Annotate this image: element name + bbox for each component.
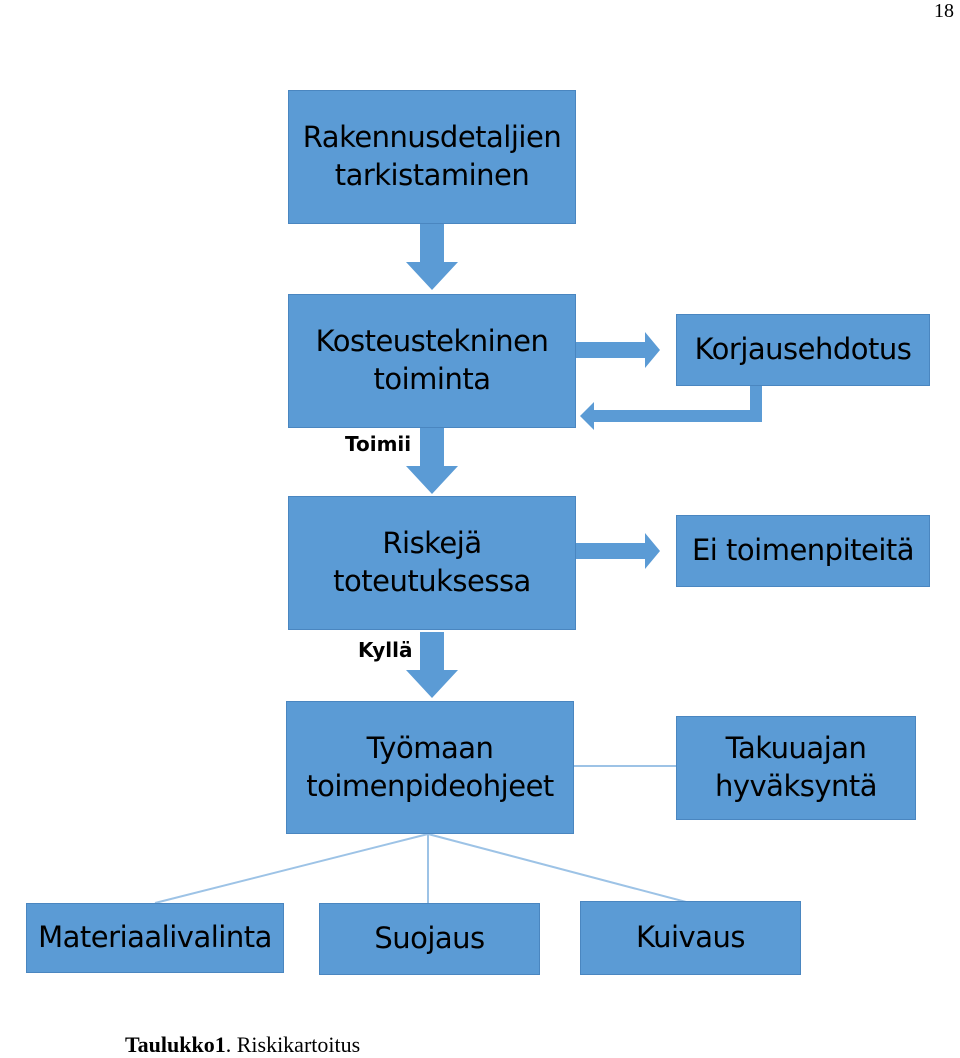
right-arrow-korjausehdotus bbox=[576, 332, 660, 368]
return-arrow-korjausehdotus bbox=[580, 386, 762, 430]
box-kuivaus: Kuivaus bbox=[580, 901, 801, 975]
box-tyomaan: Työmaan toimenpideohjeet bbox=[286, 701, 574, 834]
box-suojaus: Suojaus bbox=[319, 903, 540, 975]
down-arrow-2 bbox=[406, 428, 458, 494]
label-toimii: Toimii bbox=[345, 432, 412, 456]
box-ei-toimenpiteita: Ei toimenpiteitä bbox=[676, 515, 930, 587]
right-arrow-ei-toimenpiteita bbox=[576, 533, 660, 569]
down-arrow-3 bbox=[406, 632, 458, 698]
page-number: 18 bbox=[934, 0, 954, 22]
down-arrow-1 bbox=[406, 222, 458, 290]
figure-caption: Taulukko1. Riskikartoitus bbox=[125, 1032, 360, 1058]
label-kylla: Kyllä bbox=[358, 638, 413, 662]
caption-text: . Riskikartoitus bbox=[225, 1032, 361, 1057]
box-korjausehdotus: Korjausehdotus bbox=[676, 314, 930, 386]
box-kosteustekninen: Kosteustekninen toiminta bbox=[288, 294, 576, 428]
box-riskeja: Riskejä toteutuksessa bbox=[288, 496, 576, 630]
box-takuuajan: Takuuajan hyväksyntä bbox=[676, 716, 916, 820]
box-rakennusdetaljien: Rakennusdetaljien tarkistaminen bbox=[288, 90, 576, 224]
line-materiaalivalinta bbox=[154, 833, 429, 904]
caption-title: Taulukko1 bbox=[125, 1032, 226, 1057]
box-materiaalivalinta: Materiaalivalinta bbox=[26, 903, 284, 973]
line-kuivaus bbox=[427, 833, 691, 904]
